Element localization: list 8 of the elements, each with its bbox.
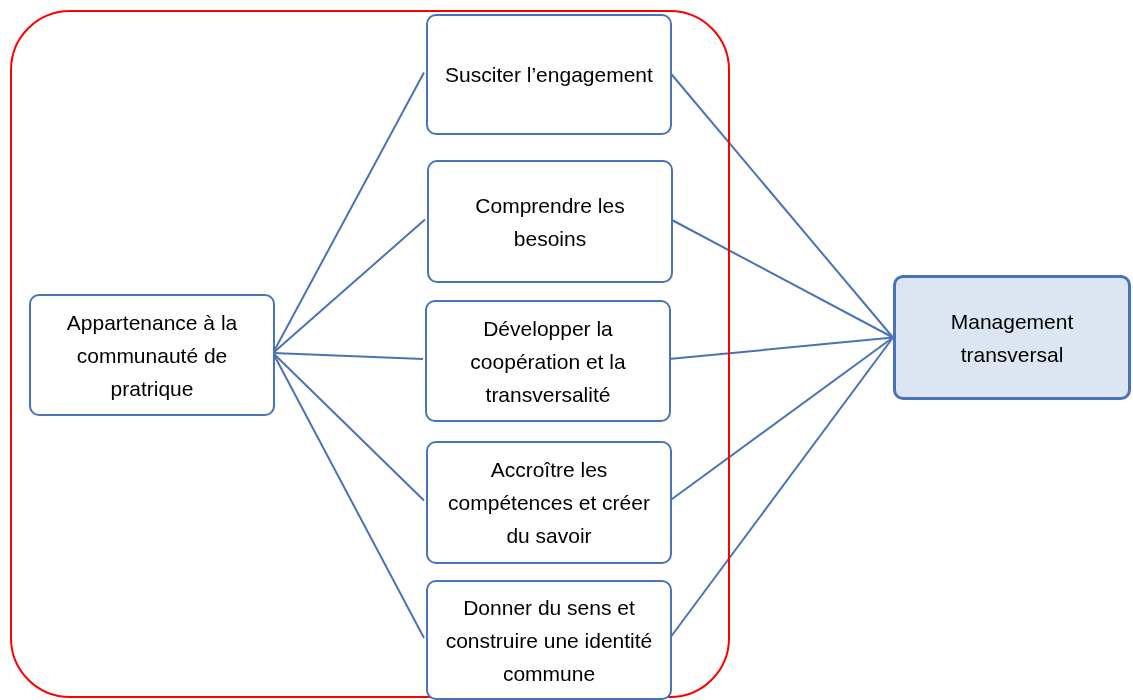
text-box: Accroître les compétences et créer du savoir (426, 441, 672, 564)
text-box: Comprendre les besoins (427, 160, 673, 283)
text-box: Donner du sens et construire une identité commune (426, 580, 672, 700)
group-frame (10, 10, 730, 698)
text-box: Appartenance à la communauté de pratrique (29, 294, 275, 416)
text-box: Management transversal (893, 275, 1131, 400)
text-box: Développer la coopération et la transversalité (425, 300, 671, 422)
text-box: Susciter l’engagement (426, 14, 672, 135)
